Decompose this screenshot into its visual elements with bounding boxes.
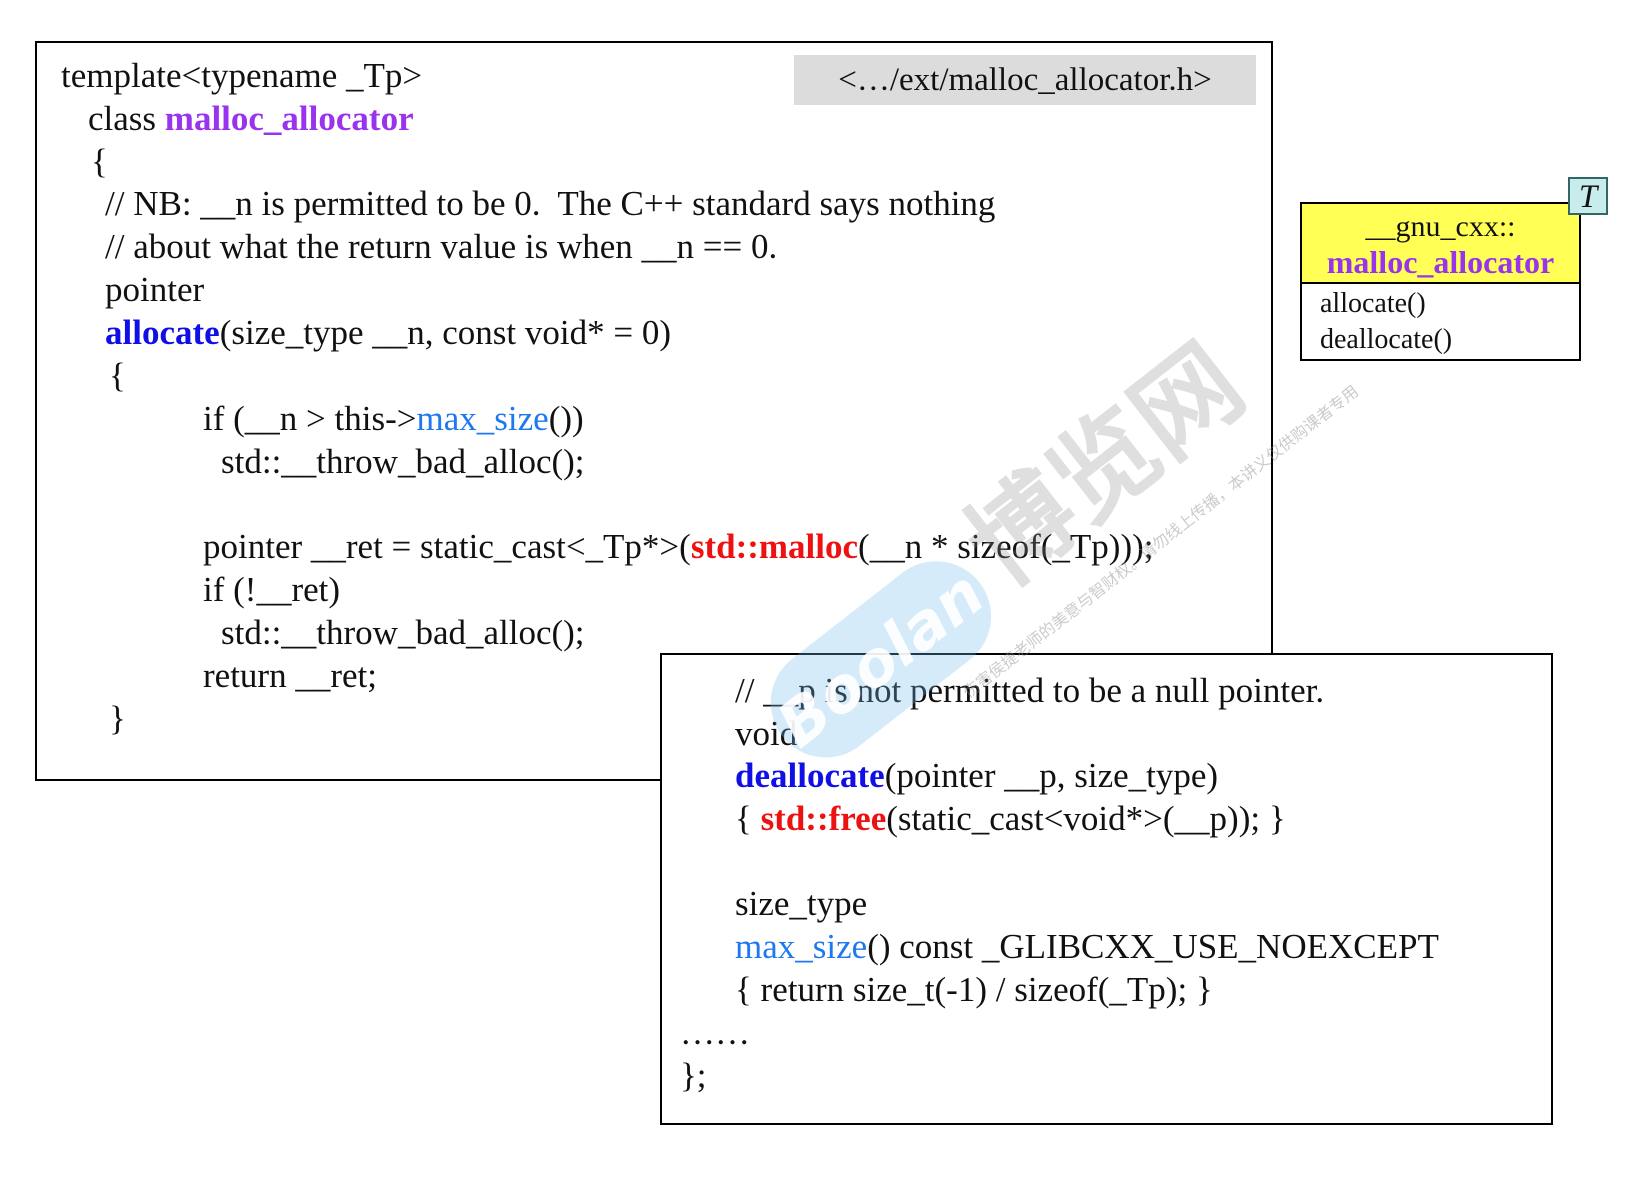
malloc-call: std::malloc <box>690 527 859 566</box>
uml-operation-deallocate: deallocate() <box>1320 324 1453 355</box>
uml-operation-allocate: allocate() <box>1320 288 1426 319</box>
class-declaration: class malloc_allocator <box>88 99 414 139</box>
deallocate-function-name: deallocate <box>735 756 885 795</box>
uml-template-parameter: T <box>1568 177 1608 215</box>
ret-prefix: pointer __ret = static_cast<_Tp*>( <box>203 527 691 566</box>
uml-class-name: malloc_allocator <box>1326 244 1555 280</box>
null-pointer-comment: // __p is not permitted to be a null poi… <box>735 671 1325 710</box>
ellipsis: …… <box>680 1013 750 1052</box>
allocate-params: (size_type __n, const void* = 0) <box>219 313 672 352</box>
max-size-signature: max_size() const _GLIBCXX_USE_NOEXCEPT <box>735 927 1439 967</box>
max-size-call: max_size <box>416 399 549 438</box>
class-close-brace: }; <box>680 1056 707 1095</box>
free-prefix: { <box>735 799 761 838</box>
uml-namespace: __gnu_cxx:: <box>1365 210 1516 243</box>
if-max-size-check: if (__n > this->max_size()) <box>203 399 584 439</box>
ret-suffix: (__n * sizeof(_Tp))); <box>858 527 1154 566</box>
function-close-brace: } <box>109 699 126 738</box>
deallocate-params: (pointer __p, size_type) <box>884 756 1219 795</box>
uml-class-header: __gnu_cxx:: malloc_allocator <box>1302 204 1579 284</box>
if-prefix: if (__n > this-> <box>203 399 417 438</box>
class-keyword: class <box>88 99 165 138</box>
comment-line-1: // NB: __n is permitted to be 0. The C++… <box>105 184 996 223</box>
size-type-return: size_type <box>735 884 868 923</box>
throw-bad-alloc-2: std::__throw_bad_alloc(); <box>221 613 585 652</box>
allocate-signature: allocate(size_type __n, const void* = 0) <box>105 313 671 353</box>
template-line: template<typename _Tp> <box>61 56 423 95</box>
return-type: pointer <box>105 270 205 309</box>
header-file-path: <…/ext/malloc_allocator.h> <box>794 55 1256 105</box>
free-suffix: (static_cast<void*>(__p)); } <box>886 799 1286 838</box>
throw-bad-alloc-1: std::__throw_bad_alloc(); <box>221 442 585 481</box>
deallocate-signature: deallocate(pointer __p, size_type) <box>735 756 1218 796</box>
return-statement: return __ret; <box>203 656 377 695</box>
max-size-function-name: max_size <box>735 927 868 966</box>
uml-class-box: __gnu_cxx:: malloc_allocator allocate() … <box>1300 202 1581 361</box>
if-null-check: if (!__ret) <box>203 570 341 609</box>
function-open-brace: { <box>109 356 126 395</box>
max-size-body: { return size_t(-1) / sizeof(_Tp); } <box>735 970 1213 1009</box>
void-return-type: void <box>735 714 798 753</box>
allocate-function-name: allocate <box>105 313 220 352</box>
class-name: malloc_allocator <box>164 99 414 138</box>
max-size-suffix: () const _GLIBCXX_USE_NOEXCEPT <box>867 927 1439 966</box>
deallocate-code-panel: // __p is not permitted to be a null poi… <box>660 653 1553 1125</box>
class-open-brace: { <box>91 142 108 181</box>
free-call: std::free <box>760 799 887 838</box>
allocate-code-panel: <…/ext/malloc_allocator.h> template<type… <box>35 41 1273 781</box>
if-suffix: ()) <box>548 399 584 438</box>
comment-line-2: // about what the return value is when _… <box>105 227 778 266</box>
malloc-assignment: pointer __ret = static_cast<_Tp*>(std::m… <box>203 527 1154 567</box>
free-body: { std::free(static_cast<void*>(__p)); } <box>735 799 1286 839</box>
